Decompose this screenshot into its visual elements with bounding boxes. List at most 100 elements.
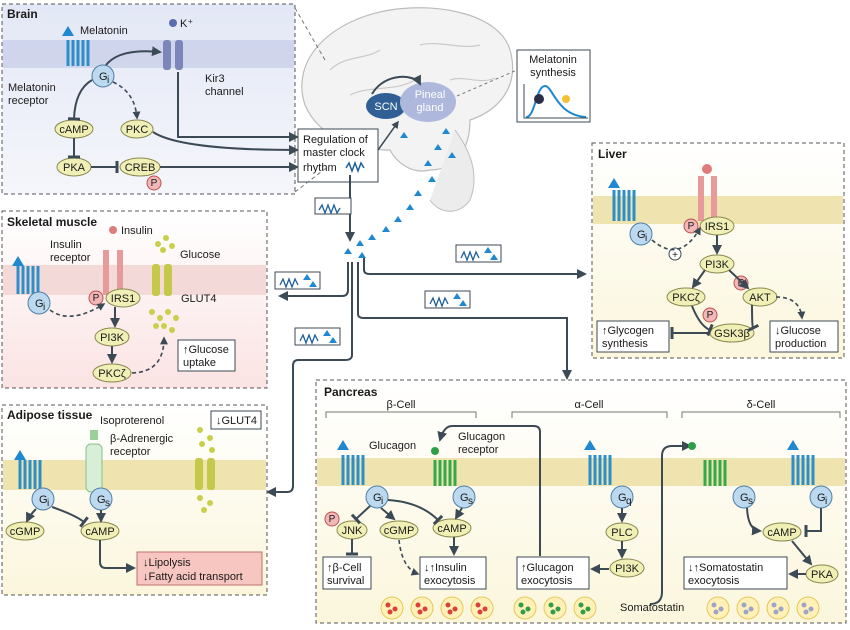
insulin-receptor-left bbox=[103, 250, 109, 295]
kir3-channel-right bbox=[175, 40, 183, 70]
glucose-dots-icon bbox=[149, 235, 179, 333]
survival-label-1: ↑β-Cell bbox=[327, 562, 361, 574]
liver-gi-icon bbox=[629, 222, 653, 246]
regulation-label-3: rhythm bbox=[303, 162, 337, 174]
delta-camp-label: cAMP bbox=[767, 527, 796, 539]
alpha-melatonin-icon bbox=[584, 440, 596, 450]
liver-mt-receptor-icon bbox=[612, 190, 636, 221]
cgmp-to-insulin bbox=[398, 539, 420, 576]
brain-camp-label: cAMP bbox=[59, 124, 88, 136]
glucagon-exo-label-2: exocytosis bbox=[521, 575, 573, 587]
liver-panel: Liver G i P IRS1 + PI3K PKCζ P AKT P GSK… bbox=[591, 142, 845, 359]
brain-gi-label: G bbox=[99, 71, 108, 83]
plc-label: PLC bbox=[611, 527, 632, 539]
brain-p-label: P bbox=[151, 178, 158, 189]
beta-survival-box bbox=[322, 556, 372, 590]
jnk-p-label: P bbox=[329, 514, 336, 525]
delta-glucagon-icon bbox=[688, 442, 696, 450]
muscle-gi-sub: i bbox=[43, 302, 45, 313]
muscle-pkcz-label: PKCζ bbox=[98, 368, 126, 380]
adipose-gi-to-cgmp bbox=[26, 508, 37, 523]
insulin-receptor-label-1: Insulin bbox=[50, 239, 82, 251]
kir3-channel-left bbox=[163, 40, 171, 70]
distribution-arrows bbox=[266, 244, 587, 497]
insulin-exocytosis-box bbox=[419, 556, 487, 590]
beta-gi-sub: i bbox=[381, 496, 383, 507]
alpha-gq-label: G bbox=[618, 492, 627, 504]
scn-node bbox=[366, 93, 406, 119]
muscle-p-label: P bbox=[93, 293, 100, 304]
beta-gi-label: G bbox=[373, 492, 382, 504]
delta-gi-sub: i bbox=[825, 496, 827, 507]
arrow-to-pancreas bbox=[357, 262, 572, 380]
alpha-gq-sub: q bbox=[626, 496, 632, 507]
beta-gi-icon bbox=[365, 485, 389, 509]
glucose-production-box bbox=[769, 320, 839, 353]
beta-gs-label: G bbox=[460, 492, 469, 504]
liver-gsk-phospho bbox=[702, 307, 718, 323]
beta-camp-label: cAMP bbox=[437, 523, 466, 535]
kir-to-regulation bbox=[177, 72, 299, 142]
kir3-label-1: Kir3 bbox=[205, 73, 225, 85]
synthesis-axis-icon bbox=[523, 84, 588, 119]
melatonin-label: Melatonin bbox=[80, 25, 128, 37]
melatonin-receptor-label-1: Melatonin bbox=[8, 82, 56, 94]
liver-plus-sign bbox=[668, 247, 682, 261]
glut4-down-label: ↓GLUT4 bbox=[216, 415, 257, 427]
brain-creb-label: CREB bbox=[125, 162, 156, 174]
muscle-gi-to-irs1 bbox=[49, 303, 106, 317]
glucose-prod-label-1: ↓Glucose bbox=[775, 325, 821, 337]
glut4-right bbox=[164, 264, 172, 296]
muscle-pi3k-label: PI3K bbox=[100, 332, 125, 344]
glucagon-receptor-label-2: receptor bbox=[458, 444, 499, 456]
beta-gi-to-jnk bbox=[350, 505, 371, 525]
somatostatin-label: Somatostatin bbox=[620, 602, 684, 614]
alpha-cell-label: α-Cell bbox=[575, 399, 604, 411]
brain-pkc-node bbox=[120, 119, 154, 139]
synthesis-pointer bbox=[456, 69, 518, 97]
adipose-glut4-right bbox=[207, 458, 215, 490]
somatostatin-granules bbox=[706, 596, 820, 620]
cerebellum-icon bbox=[429, 129, 475, 212]
kir3-label-2: channel bbox=[205, 86, 244, 98]
pineal-gland-node bbox=[400, 82, 456, 122]
melatonin-receptor-label-2: receptor bbox=[8, 95, 49, 107]
muscle-membrane bbox=[3, 265, 266, 295]
liver-gi-label: G bbox=[637, 229, 646, 241]
liver-gsk3b-label: GSK3β bbox=[714, 328, 750, 340]
cell-brackets bbox=[325, 411, 841, 418]
adipose-gs-sub: s bbox=[105, 498, 110, 509]
glut4-left bbox=[152, 264, 160, 296]
melatonin-receptor-icon bbox=[66, 40, 90, 66]
adipose-gs-label: G bbox=[97, 494, 106, 506]
muscle-gi-label: G bbox=[35, 298, 44, 310]
brain-panel: Brain Melatonin Melatonin receptor G i K… bbox=[1, 3, 299, 195]
brain-membrane bbox=[3, 40, 294, 68]
adipose-gi-icon bbox=[31, 487, 55, 511]
delta-camp-node bbox=[762, 522, 802, 542]
adipose-camp-label: cAMP bbox=[85, 526, 114, 538]
delta-mt-receptor-icon bbox=[791, 455, 815, 485]
insulin-label: Insulin bbox=[121, 225, 153, 237]
central-brain: SCN Pineal gland Melatonin synthesis Reg… bbox=[297, 7, 591, 258]
muscle-irs1-label: IRS1 bbox=[111, 293, 135, 305]
adipose-glucose-dots-icon bbox=[197, 427, 215, 513]
melatonin-curve-icon bbox=[525, 84, 587, 118]
scn-label: SCN bbox=[374, 101, 397, 113]
insulin-exo-label-2: exocytosis bbox=[424, 575, 476, 587]
synthesis-label-2: synthesis bbox=[530, 67, 576, 79]
delta-gs-sub: s bbox=[748, 496, 753, 507]
brain-pkc-to-regulation bbox=[152, 131, 299, 155]
muscle-gi-icon bbox=[27, 291, 51, 315]
delta-gs-to-camp bbox=[746, 507, 762, 536]
camp-to-pka bbox=[791, 540, 813, 566]
regulation-label-2: master clock bbox=[303, 147, 365, 159]
glucagon-label: Glucagon bbox=[369, 440, 416, 452]
somatostatin-exocytosis-box bbox=[683, 556, 788, 590]
insulin-icon bbox=[109, 226, 117, 234]
glucose-uptake-box bbox=[177, 339, 236, 372]
liver-panel-title: Liver bbox=[598, 147, 627, 161]
arrow-to-adipose bbox=[266, 262, 353, 497]
scn-to-regulation bbox=[377, 120, 399, 151]
uptake-label-2: uptake bbox=[183, 357, 216, 369]
